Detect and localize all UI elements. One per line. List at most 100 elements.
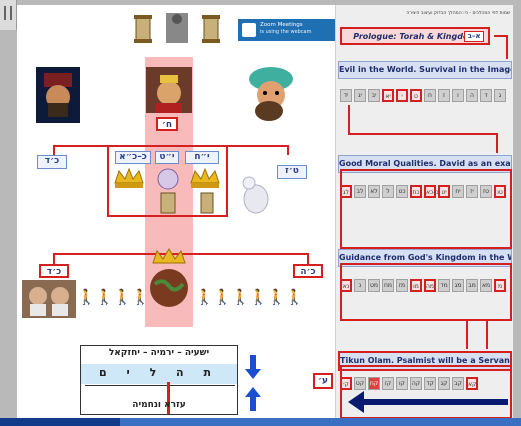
chapter-cell[interactable]: ז [438, 89, 450, 102]
section-box-2 [340, 169, 512, 249]
chapter-cell[interactable]: קד [424, 377, 436, 390]
chapter-cell[interactable]: מא [480, 279, 492, 292]
connector-line [348, 105, 350, 135]
chapter-cell[interactable]: יז [466, 185, 478, 198]
up-down-arrows-icon [245, 355, 261, 411]
chapter-cell[interactable]: קג [438, 377, 450, 390]
walking-figure-icon: 🚶 [249, 288, 268, 306]
chapter-cell[interactable]: יח [452, 185, 464, 198]
chapter-cell[interactable]: ל [382, 185, 394, 198]
prophets-diagram: ישעיה – ירמיה – יחזקאל ת ה ל י ם עזרא ונ… [80, 345, 238, 415]
king-portrait-icon [146, 67, 192, 113]
chapter-cell[interactable]: ג [494, 89, 506, 102]
chapter-cell[interactable]: לב [354, 185, 366, 198]
chapter-cell[interactable]: מג [452, 279, 464, 292]
chapter-cell[interactable]: מז [396, 279, 408, 292]
chapter-cell[interactable]: טו [494, 185, 506, 198]
chapter-cell[interactable]: לג [340, 185, 352, 198]
zoom-app-icon [242, 23, 256, 37]
chapter-cell[interactable]: מח [382, 279, 394, 292]
angry-man-cartoon-icon [249, 67, 293, 121]
chapter-cell[interactable]: קז [382, 377, 394, 390]
left-arrow-icon [348, 391, 508, 413]
walking-figure-icon: 🚶 [95, 288, 114, 306]
lower-left-chapter-label: כ׳ד [39, 264, 69, 278]
divider [85, 385, 235, 386]
connector-line [496, 133, 498, 153]
connector-line [53, 145, 115, 147]
connector-line [307, 253, 309, 265]
chapter-cell[interactable]: קי [340, 377, 352, 390]
section-box-3 [340, 263, 512, 321]
psalms-letters: ת ה ל י ם [99, 366, 219, 379]
chapter-cell[interactable]: ה [466, 89, 478, 102]
connector-line [348, 133, 498, 135]
chapter-cell[interactable]: כט [396, 185, 408, 198]
chapter-cell[interactable]: ד [480, 89, 492, 102]
psalms-band [81, 364, 237, 384]
lower-right-chapter-label: כ׳ה [293, 264, 323, 278]
chapter-cell[interactable]: נא [340, 279, 352, 292]
chapter-cell[interactable]: מד [438, 279, 450, 292]
chapter-cell[interactable]: קט [354, 377, 366, 390]
chapter-cell[interactable]: כ-כא [424, 185, 439, 198]
chapter-cell[interactable]: קח [368, 377, 380, 390]
red-marker [167, 382, 170, 414]
prologue-tag: א–ב [464, 31, 484, 42]
window-edge-grip[interactable] [0, 0, 17, 30]
chapter-cell[interactable]: קו [396, 377, 408, 390]
chapter-cell[interactable]: לא [368, 185, 380, 198]
connector-line [466, 321, 468, 349]
elders-photo-icon [22, 280, 76, 318]
triad-label-3: י״ח [185, 151, 219, 164]
section-header-evil: Evil in the World. Survival in the Image… [338, 61, 512, 79]
psalm-70-tag: ע׳ [313, 373, 333, 389]
triad-label-2: י״ט [155, 151, 179, 164]
globe-icon [150, 269, 188, 307]
chapter-cell[interactable]: מו [410, 279, 422, 292]
chapter-cell[interactable]: יג [354, 89, 366, 102]
chapter-cell[interactable]: ט [410, 89, 422, 102]
chapter-cell[interactable]: כח [410, 185, 422, 198]
taskbar-strip [0, 418, 521, 426]
section-header-guidance: Guidance from God's Kingdom in the World [338, 249, 512, 267]
triad-box [107, 145, 228, 217]
chapter-cell[interactable]: קה [410, 377, 422, 390]
chapter-cell[interactable]: טז [480, 185, 492, 198]
webcam-notification-toast[interactable]: Zoom Meetings is using the webcam [238, 19, 355, 41]
ezra-nehemiah-line: עזרא ונחמיה [132, 400, 186, 410]
walking-figure-icon: 🚶 [213, 288, 232, 306]
mouse-figure-icon [242, 176, 269, 214]
chapter-cell[interactable]: יא [382, 89, 394, 102]
walking-figure-icon: 🚶 [77, 288, 96, 306]
connector-line [53, 253, 55, 265]
chapter-cell[interactable]: יד [340, 89, 352, 102]
chapter-cell[interactable]: יט [438, 185, 450, 198]
walking-figure-icon: 🚶 [195, 288, 214, 306]
connector-line [506, 35, 508, 59]
chapter-cell[interactable]: מט [368, 279, 380, 292]
chapter-cell[interactable]: מה [424, 279, 436, 292]
walking-figure-icon: 🚶 [131, 288, 150, 306]
panel-caption: שמות לפי המהלכים - כי: המהלך הבדוק ועיצו… [406, 11, 510, 16]
chapter-cell[interactable]: מ [494, 279, 506, 292]
walking-figure-icon: 🚶 [285, 288, 304, 306]
walking-figure-icon: 🚶 [267, 288, 286, 306]
prophets-line: ישעיה – ירמיה – יחזקאל [108, 348, 210, 358]
connector-line [53, 145, 55, 155]
chapter-cell[interactable]: נ [354, 279, 366, 292]
walking-figure-icon: 🚶 [113, 288, 132, 306]
connector-line [227, 145, 289, 147]
toast-title: Zoom Meetings [260, 22, 303, 28]
chapter-cell[interactable]: ח [424, 89, 436, 102]
section-header-qualities: Good Moral Qualities. David as an exampl… [338, 155, 512, 173]
grip-icon [4, 6, 12, 20]
chapter-cell[interactable]: י [396, 89, 408, 102]
chapter-cell[interactable]: קב [452, 377, 464, 390]
connector-line [494, 35, 508, 37]
torah-scrolls-statue-icon [134, 13, 220, 43]
chapter-cell[interactable]: יב [368, 89, 380, 102]
chapter-cell[interactable]: קא [466, 377, 478, 390]
chapter-cell[interactable]: מב [466, 279, 478, 292]
chapter-cell[interactable]: ו [452, 89, 464, 102]
